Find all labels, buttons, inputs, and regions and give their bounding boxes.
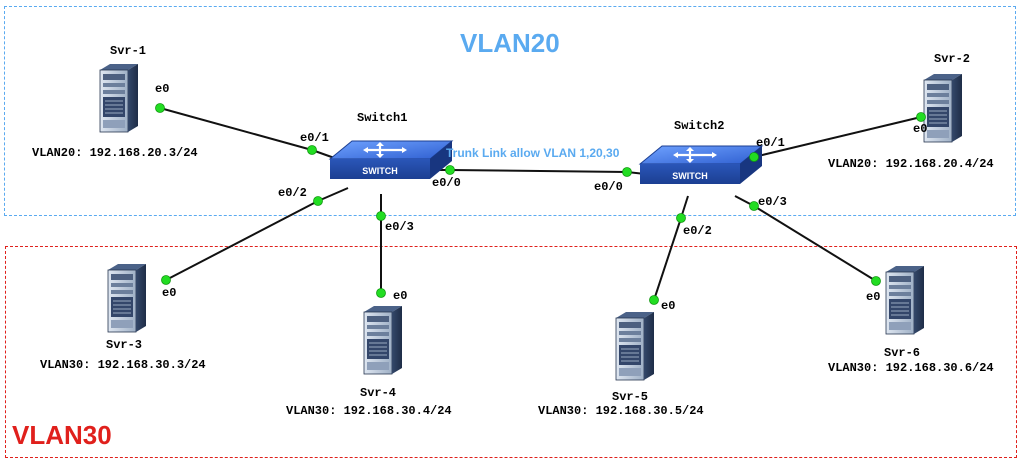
devices-layer: SWITCH SWITCH xyxy=(99,63,963,381)
switch2-name: Switch2 xyxy=(674,119,725,133)
link-sw1-svr3 xyxy=(165,200,319,281)
server-port-svr-5: e0 xyxy=(661,299,676,313)
port-dot-0 xyxy=(155,103,165,113)
server-name-svr-4: Svr-4 xyxy=(360,386,397,400)
port-dot-2 xyxy=(313,196,323,206)
server-ip-svr-3: VLAN30: 192.168.30.3/24 xyxy=(40,358,206,372)
port-dot-9 xyxy=(916,112,926,122)
server-icon-svr-1 xyxy=(99,63,139,133)
server-ip-svr-4: VLAN30: 192.168.30.4/24 xyxy=(286,404,452,418)
server-icon-svr-4 xyxy=(363,305,403,375)
port-dot-3 xyxy=(376,211,386,221)
port-dot-7 xyxy=(676,213,686,223)
port-dot-11 xyxy=(376,288,386,298)
port-dot-8 xyxy=(749,201,759,211)
port-dot-6 xyxy=(749,152,759,162)
link-sw2-svr2 xyxy=(753,116,922,158)
server-name-svr-1: Svr-1 xyxy=(110,44,147,58)
vlan20-zone xyxy=(4,6,1016,216)
server-name-svr-3: Svr-3 xyxy=(106,338,143,352)
switch-icon-1: SWITCH xyxy=(328,139,454,181)
server-ip-svr-6: VLAN30: 192.168.30.6/24 xyxy=(828,361,994,375)
link-sw1-sw2-trunk xyxy=(449,169,628,173)
switch1-port-e0-3: e0/3 xyxy=(385,220,414,234)
switch-icon-2: SWITCH xyxy=(638,144,764,186)
server-ip-svr-1: VLAN20: 192.168.20.3/24 xyxy=(32,146,198,160)
server-icon-svr-6 xyxy=(885,265,925,335)
links-layer xyxy=(159,107,922,301)
server-port-svr-6: e0 xyxy=(866,290,881,304)
switch2-port-e0-2: e0/2 xyxy=(683,224,712,238)
port-dot-5 xyxy=(622,167,632,177)
port-dots-layer xyxy=(155,103,926,305)
server-port-svr-4: e0 xyxy=(393,289,408,303)
server-ip-svr-5: VLAN30: 192.168.30.5/24 xyxy=(538,404,704,418)
server-icon-svr-2 xyxy=(923,73,963,143)
vlan30-zone xyxy=(5,246,1017,458)
server-name-svr-5: Svr-5 xyxy=(612,390,649,404)
switch2-port-e0-0: e0/0 xyxy=(594,180,623,194)
server-port-svr-2: e0 xyxy=(913,122,928,136)
server-icon-svr-5 xyxy=(615,311,655,381)
switch2-port-e0-3: e0/3 xyxy=(758,195,787,209)
switch-badge-1: SWITCH xyxy=(362,166,398,176)
port-dot-4 xyxy=(445,165,455,175)
switch1-port-e0-0: e0/0 xyxy=(432,176,461,190)
port-dot-1 xyxy=(307,145,317,155)
switch1-port-e0-2: e0/2 xyxy=(278,186,307,200)
server-port-svr-1: e0 xyxy=(155,82,170,96)
trunk-link-label: Trunk Link allow VLAN 1,20,30 xyxy=(446,146,620,160)
port-dot-12 xyxy=(649,295,659,305)
server-port-svr-3: e0 xyxy=(162,286,177,300)
switch-badge-2: SWITCH xyxy=(672,171,708,181)
server-name-svr-6: Svr-6 xyxy=(884,346,921,360)
server-ip-svr-2: VLAN20: 192.168.20.4/24 xyxy=(828,157,994,171)
switch1-name: Switch1 xyxy=(357,111,408,125)
switch2-port-e0-1: e0/1 xyxy=(756,136,785,150)
server-name-svr-2: Svr-2 xyxy=(934,52,971,66)
link-sw2-svr6 xyxy=(753,205,877,282)
server-icon-svr-3 xyxy=(107,263,147,333)
link-svr1-sw1 xyxy=(159,107,313,151)
link-stub-1 xyxy=(317,187,349,202)
switch1-port-e0-1: e0/1 xyxy=(300,131,329,145)
vlan30-title: VLAN30 xyxy=(12,420,112,450)
port-dot-13 xyxy=(871,276,881,286)
port-dot-10 xyxy=(161,275,171,285)
vlan20-title: VLAN20 xyxy=(460,28,560,58)
link-sw2-svr5 xyxy=(653,217,682,301)
